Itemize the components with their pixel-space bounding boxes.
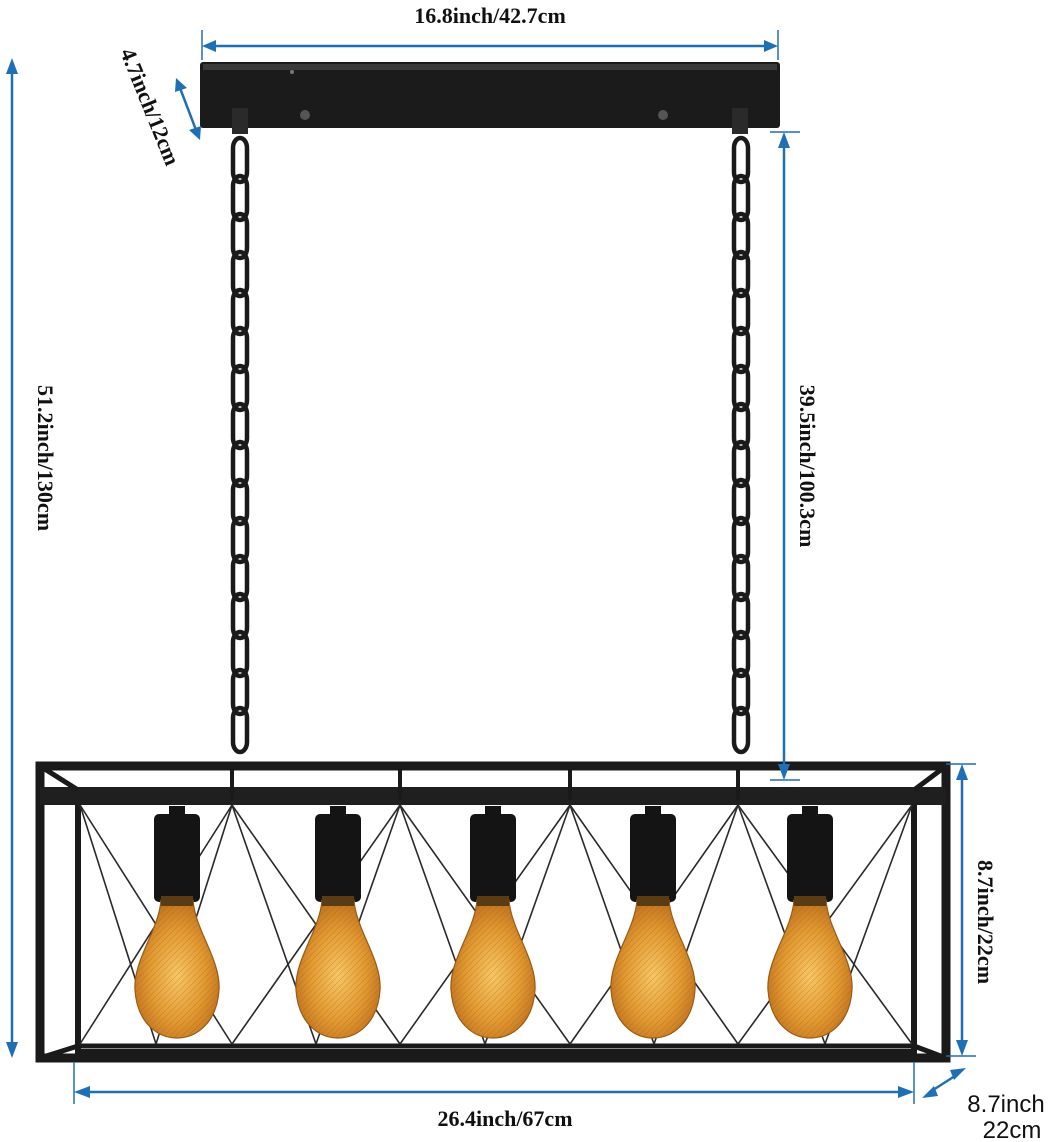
- bulb-base: [477, 896, 509, 906]
- socket-stem: [330, 806, 346, 818]
- chain-link: [230, 401, 250, 451]
- chain-link: [731, 173, 751, 223]
- chain-link: [731, 439, 751, 489]
- total-height-label: 51.2inch/130cm: [33, 385, 58, 531]
- chain-link: [731, 401, 751, 451]
- bulb-filament: [450, 900, 536, 1038]
- chain-link: [230, 135, 250, 185]
- bulb-assembly: [295, 806, 381, 1039]
- chain-link: [731, 287, 751, 337]
- hanging-chain-left: [230, 135, 250, 755]
- chain-link: [731, 135, 751, 185]
- edison-bulbs: [134, 806, 853, 1039]
- fixture-depth-inch-label: 8.7inch: [967, 1091, 1044, 1118]
- socket-stem: [485, 806, 501, 818]
- fixture-height-label: 8.7inch/22cm: [973, 860, 998, 984]
- bulb-base: [161, 896, 193, 906]
- dimension-total-height: 51.2inch/130cm: [6, 58, 58, 1058]
- bulb-socket: [154, 814, 200, 902]
- canopy-length-label: 16.8inch/42.7cm: [414, 3, 566, 28]
- bulb-base: [637, 896, 669, 906]
- hanging-chain-right: [731, 135, 751, 755]
- bulb-base: [322, 896, 354, 906]
- chain-link: [230, 591, 250, 641]
- chain-link: [230, 629, 250, 679]
- bulb-socket: [315, 814, 361, 902]
- bulb-filament: [134, 900, 220, 1038]
- bulb-assembly: [610, 806, 696, 1039]
- bulb-socket: [470, 814, 516, 902]
- chain-link: [230, 553, 250, 603]
- chain-link: [731, 477, 751, 527]
- chain-link: [731, 553, 751, 603]
- canopy-height-label: 4.7inch/12cm: [115, 45, 185, 169]
- chain-link: [230, 287, 250, 337]
- socket-stem: [802, 806, 818, 818]
- chain-link: [731, 591, 751, 641]
- dimension-fixture-height: 8.7inch/22cm: [946, 763, 998, 1057]
- bulb-filament: [767, 900, 853, 1038]
- bulb-filament: [610, 900, 696, 1038]
- bulb-assembly: [134, 806, 220, 1039]
- chain-link: [230, 173, 250, 223]
- dimension-fixture-length: 26.4inch/67cm: [73, 1062, 915, 1131]
- chain-link: [230, 439, 250, 489]
- cage-fixture: [35, 761, 951, 1063]
- chain-link: [731, 515, 751, 565]
- fixture-length-label: 26.4inch/67cm: [437, 1106, 572, 1131]
- dimension-canopy-length: 16.8inch/42.7cm: [201, 3, 779, 60]
- bulb-socket: [630, 814, 676, 902]
- ceiling-canopy: [200, 62, 780, 134]
- bulb-base: [794, 896, 826, 906]
- chain-link: [731, 629, 751, 679]
- chain-link: [731, 325, 751, 375]
- dimension-canopy-height: 4.7inch/12cm: [115, 45, 201, 169]
- chain-link: [230, 363, 250, 413]
- fixture-depth-cm-label: 22cm: [983, 1117, 1042, 1142]
- chain-link: [230, 249, 250, 299]
- chain-link: [230, 325, 250, 375]
- dimension-chain-length: 39.5inch/100.3cm: [770, 131, 820, 781]
- chain-link: [230, 515, 250, 565]
- chain-link: [230, 705, 250, 755]
- socket-stem: [645, 806, 661, 818]
- chain-link: [230, 211, 250, 261]
- chain-link: [731, 363, 751, 413]
- chain-link: [230, 667, 250, 717]
- bulb-socket: [787, 814, 833, 902]
- chain-length-label: 39.5inch/100.3cm: [795, 385, 820, 548]
- socket-stem: [169, 806, 185, 818]
- bulb-assembly: [767, 806, 853, 1039]
- bulb-filament: [295, 900, 381, 1038]
- chain-link: [731, 705, 751, 755]
- bulb-assembly: [450, 806, 536, 1039]
- chain-link: [731, 249, 751, 299]
- dimension-fixture-depth: 8.7inch 22cm: [922, 1068, 1045, 1142]
- chain-link: [731, 667, 751, 717]
- chain-link: [731, 211, 751, 261]
- chain-link: [230, 477, 250, 527]
